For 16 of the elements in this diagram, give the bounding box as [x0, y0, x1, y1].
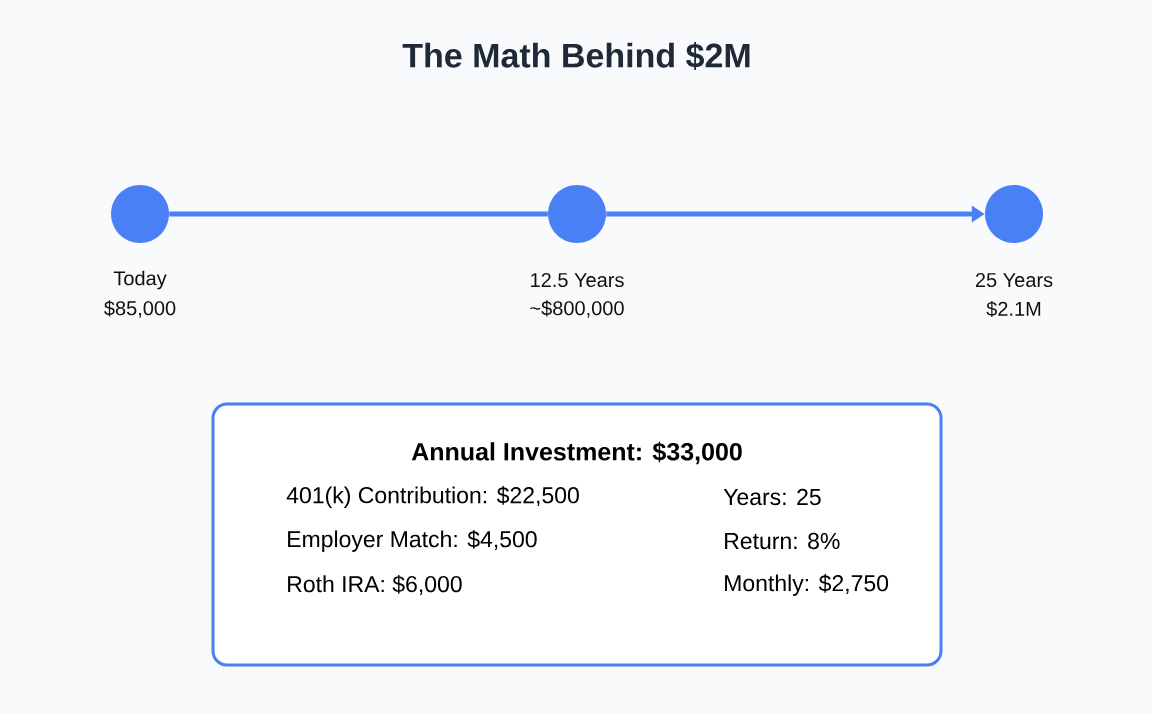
milestone-value: $85,000 — [104, 300, 176, 318]
milestone-value: $2.1M — [986, 300, 1041, 318]
box-heading: Annual Investment: $33,000 — [411, 441, 742, 465]
milestone-label: 25 Years — [975, 272, 1053, 288]
list-item: Years: 25 — [723, 488, 821, 506]
info-box — [211, 402, 943, 667]
milestone-label: 12.5 Years — [531, 272, 624, 288]
list-item: 401(k) Contribution: $22,500 — [286, 486, 579, 508]
list-item: Monthly: $2,750 — [725, 574, 889, 596]
list-item: Return: 8% — [725, 532, 840, 550]
milestone-label: Today — [113, 270, 167, 290]
milestone-value: ~$800,000 — [530, 300, 624, 318]
title: The Math Behind $2M — [402, 42, 750, 70]
list-item: Roth IRA: $6,000 — [288, 575, 462, 595]
timeline-line — [169, 211, 548, 217]
list-item: Employer Match: $4,500 — [288, 530, 537, 552]
